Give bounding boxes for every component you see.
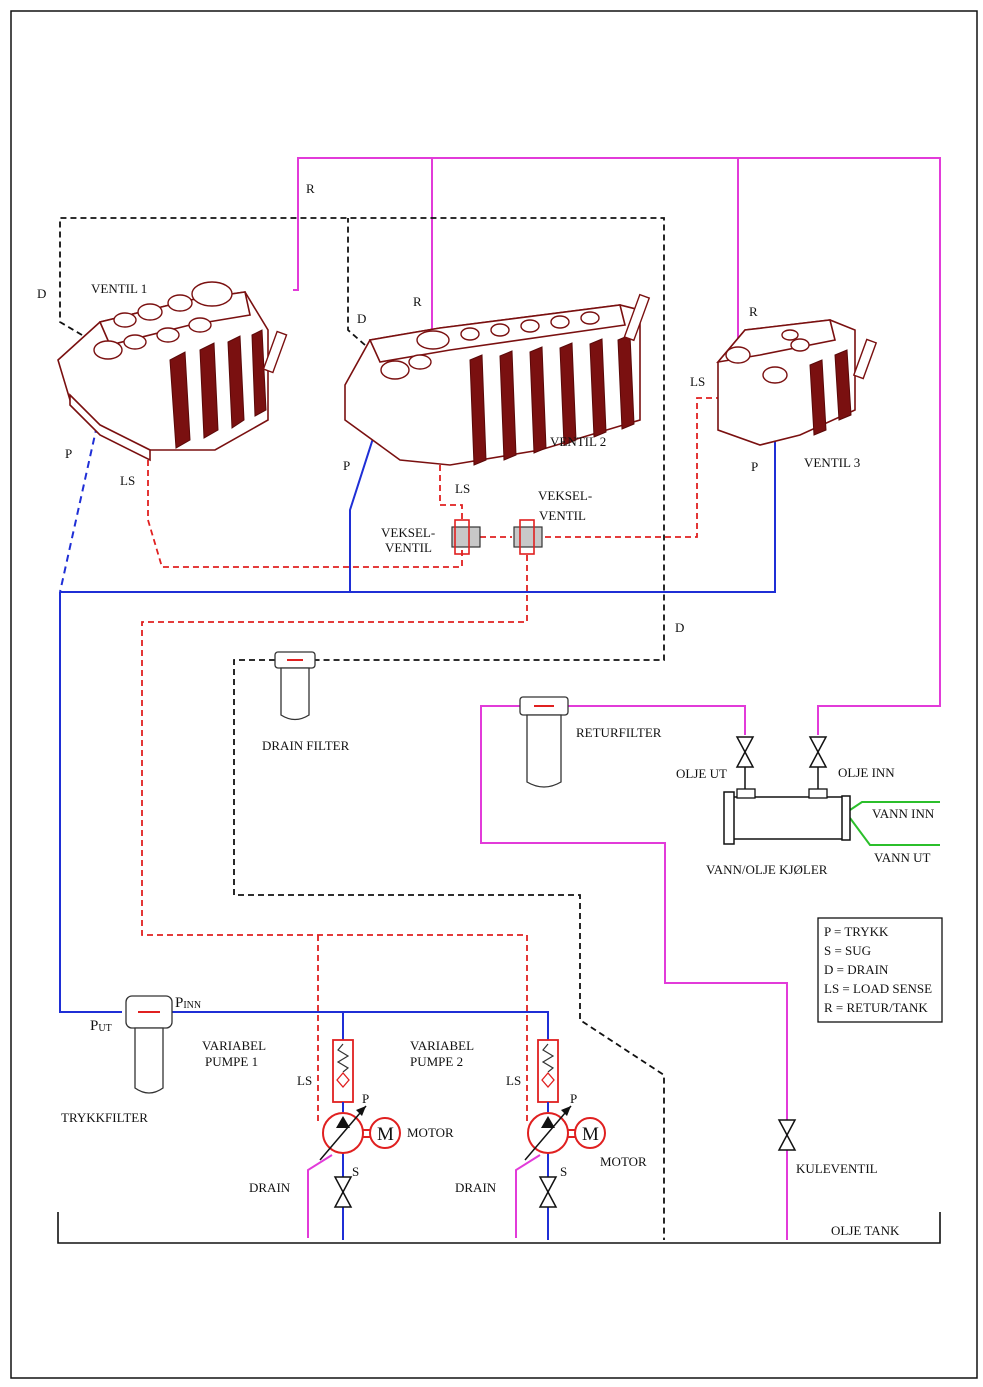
legend-item-ls: LS = LOAD SENSE (824, 981, 932, 996)
label-ventil-2: VENTIL 2 (550, 434, 606, 449)
label-s-pumpe-2: S (560, 1164, 567, 1179)
label-ls-pumpe-1: LS (297, 1073, 312, 1088)
vann-olje-kjoler-symbol (723, 788, 851, 845)
drain-filter-symbol (274, 651, 316, 721)
label-p-pumpe-2: P (570, 1091, 577, 1106)
legend-box: P = TRYKK S = SUG D = DRAIN LS = LOAD SE… (817, 917, 943, 1023)
motor-1-symbol-letter: M (377, 1124, 394, 1145)
label-d-mid: D (675, 620, 684, 635)
label-ventil-1: VENTIL 1 (91, 281, 147, 296)
water-lines (849, 801, 940, 846)
olje-ut-valve-symbol (735, 736, 755, 790)
label-veksel-1a: VEKSEL- (381, 525, 435, 540)
label-drain-1: DRAIN (249, 1180, 291, 1195)
label-p-inn: PINN (175, 995, 201, 1011)
label-veksel-1b: VENTIL (385, 540, 432, 555)
label-ls-ventil-2: LS (455, 481, 470, 496)
ventil-1-block (57, 281, 288, 462)
label-d-left: D (37, 286, 46, 301)
label-r-top: R (306, 181, 315, 196)
label-p-ventil-2: P (343, 458, 350, 473)
label-p-ventil-1: P (65, 446, 72, 461)
label-motor-2: MOTOR (600, 1154, 647, 1169)
ventil-3-block (715, 319, 878, 446)
label-olje-ut: OLJE UT (676, 766, 727, 781)
pressure-lines (59, 369, 776, 1240)
labels: R D VENTIL 1 P LS D R VENTIL 2 P LS R LS… (37, 181, 935, 1238)
ventil-2-block (344, 293, 651, 466)
page-frame (10, 10, 978, 1379)
label-ventil-3: VENTIL 3 (804, 455, 860, 470)
veksel-ventil-1 (451, 519, 481, 555)
label-ls-pumpe-2: LS (506, 1073, 521, 1088)
legend-item-p: P = TRYKK (824, 924, 889, 939)
variabel-pumpe-2-symbol (524, 1039, 606, 1208)
label-pumpe-2a: VARIABEL (410, 1038, 474, 1053)
label-d-ventil-2: D (357, 311, 366, 326)
label-veksel-2b: VENTIL (539, 508, 586, 523)
veksel-ventil-2 (513, 519, 543, 555)
label-trykkfilter: TRYKKFILTER (61, 1110, 148, 1125)
legend-item-r: R = RETUR/TANK (824, 1000, 928, 1015)
label-p-ut: PUT (90, 1018, 112, 1034)
label-motor-1: MOTOR (407, 1125, 454, 1140)
label-p-pumpe-1: P (362, 1091, 369, 1106)
label-kjoler: VANN/OLJE KJØLER (706, 862, 828, 877)
label-s-pumpe-1: S (352, 1164, 359, 1179)
legend-item-s: S = SUG (824, 943, 871, 958)
label-veksel-2a: VEKSEL- (538, 488, 592, 503)
label-pumpe-2b: PUMPE 2 (410, 1054, 463, 1069)
label-ls-ventil-1: LS (120, 473, 135, 488)
variabel-pumpe-1-symbol (319, 1039, 401, 1208)
load-sense-lines (141, 397, 718, 1125)
label-vann-inn: VANN INN (872, 806, 935, 821)
label-pumpe-1a: VARIABEL (202, 1038, 266, 1053)
drain-lines (59, 217, 665, 1240)
label-drain-2: DRAIN (455, 1180, 497, 1195)
label-returfilter: RETURFILTER (576, 725, 662, 740)
label-drain-filter: DRAIN FILTER (262, 738, 350, 753)
olje-inn-valve-symbol (808, 736, 828, 790)
label-ls-ventil-3: LS (690, 374, 705, 389)
label-r-ventil-2: R (413, 294, 422, 309)
label-olje-inn: OLJE INN (838, 765, 895, 780)
olje-tank-outline (57, 1212, 941, 1244)
label-olje-tank: OLJE TANK (831, 1223, 900, 1238)
label-kuleventil: KULEVENTIL (796, 1161, 878, 1176)
motor-2-symbol-letter: M (582, 1124, 599, 1145)
label-r-ventil-3: R (749, 304, 758, 319)
label-p-ventil-3: P (751, 459, 758, 474)
legend-item-d: D = DRAIN (824, 962, 889, 977)
returfilter-symbol (519, 696, 569, 788)
label-pumpe-1b: PUMPE 1 (205, 1054, 258, 1069)
trykkfilter-symbol (125, 995, 173, 1094)
return-lines (293, 157, 941, 1240)
kuleventil-symbol (777, 1119, 797, 1151)
label-vann-ut: VANN UT (874, 850, 931, 865)
